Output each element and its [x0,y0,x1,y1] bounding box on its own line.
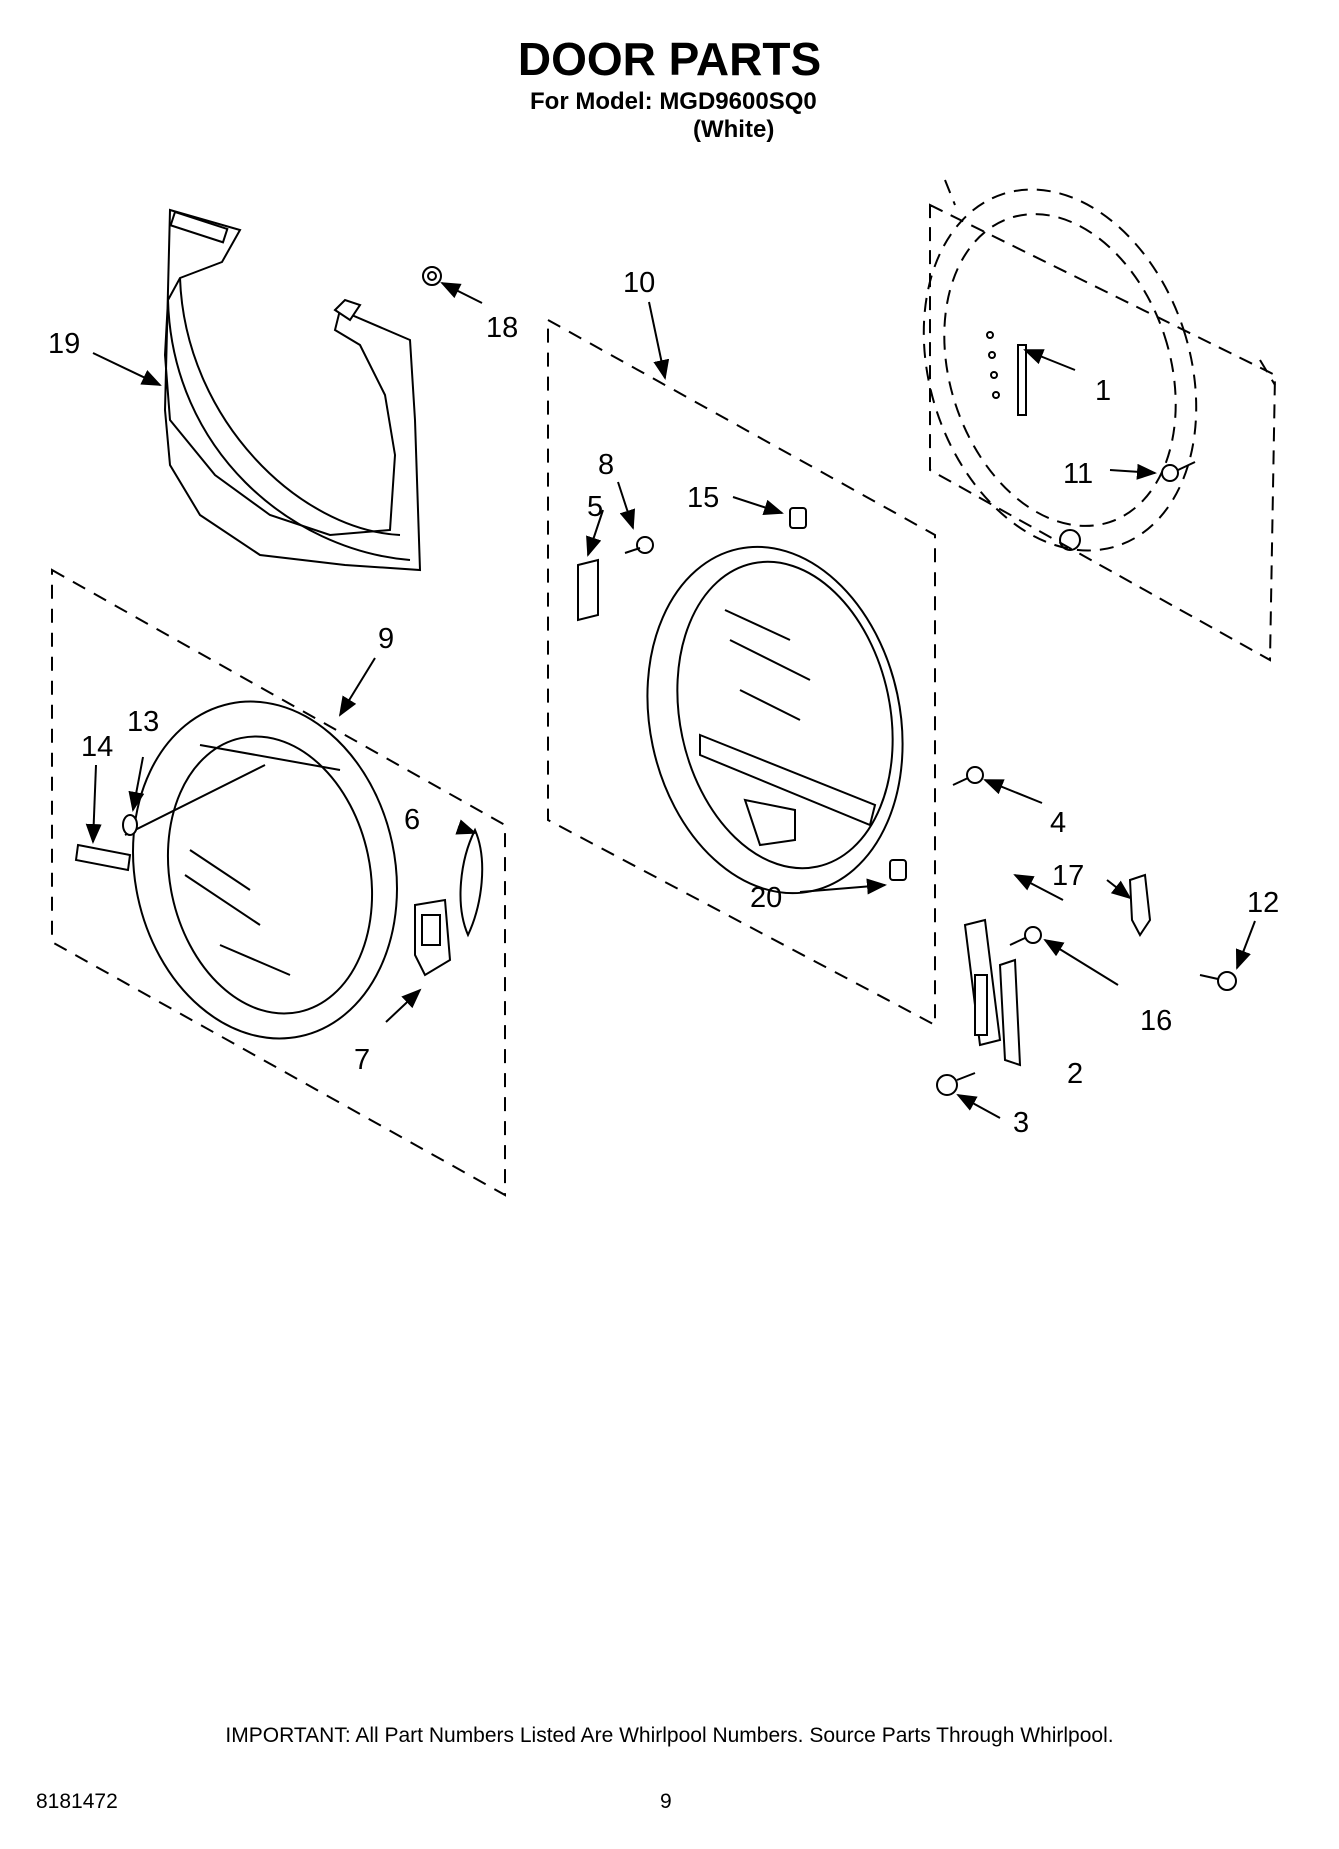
footer-important-note: IMPORTANT: All Part Numbers Listed Are W… [225,1724,1114,1747]
door-strike-part [577,558,599,622]
callout-20: 20 [750,882,782,914]
color-variant: (White) [693,116,775,143]
door-handle-part [74,843,132,872]
footer-page-number: 9 [660,1790,672,1813]
callout-12: 12 [1247,887,1279,919]
callout-7: 7 [354,1044,370,1076]
callout-9: 9 [378,623,394,655]
cabinet-screw-part [1161,461,1196,482]
footer-doc-number: 8181472 [36,1790,118,1813]
door-latch-part [414,898,452,977]
door-switch-part [986,331,1081,551]
callout-leader-lines [85,282,1256,1119]
callout-13: 13 [127,706,159,738]
upper-hinge-cover-part [789,507,807,529]
outer-door-part [124,700,398,1040]
callout-8: 8 [598,449,614,481]
inner-door-assembly-outline [547,318,936,1027]
hinge-screw-part [952,766,984,786]
callout-10: 10 [623,267,655,299]
strike-screw-part [624,536,654,554]
callout-1: 1 [1095,375,1111,407]
door-glass-seal-part [459,827,484,938]
callout-14: 14 [81,731,113,763]
lower-screw-part [936,1072,976,1096]
inner-door-part [646,545,904,895]
callout-5: 5 [587,491,603,523]
door-trim-part [163,208,422,572]
outer-door-assembly-outline [51,568,506,1197]
callout-16: 16 [1140,1005,1172,1037]
callout-4: 4 [1050,807,1066,839]
callout-2: 2 [1067,1058,1083,1090]
hinge-mount-screw-part [1009,926,1042,946]
callout-19: 19 [48,328,80,360]
callout-17: 17 [1052,860,1084,892]
model-subtitle: For Model: MGD9600SQ0 [530,88,817,115]
bumper-part [422,266,442,286]
callout-11: 11 [1063,458,1093,490]
callout-6: 6 [404,804,420,836]
page-title: DOOR PARTS [517,33,822,85]
callout-3: 3 [1013,1107,1029,1139]
hinge-cover-part [1128,873,1152,937]
callout-18: 18 [486,312,518,344]
cover-screw-part [1199,971,1237,991]
door-hinge-part [963,918,1022,1067]
cabinet-front-outline [922,179,1277,662]
door-nut-part [122,814,138,836]
lower-hinge-cover-part [889,859,907,881]
callout-15: 15 [687,482,719,514]
